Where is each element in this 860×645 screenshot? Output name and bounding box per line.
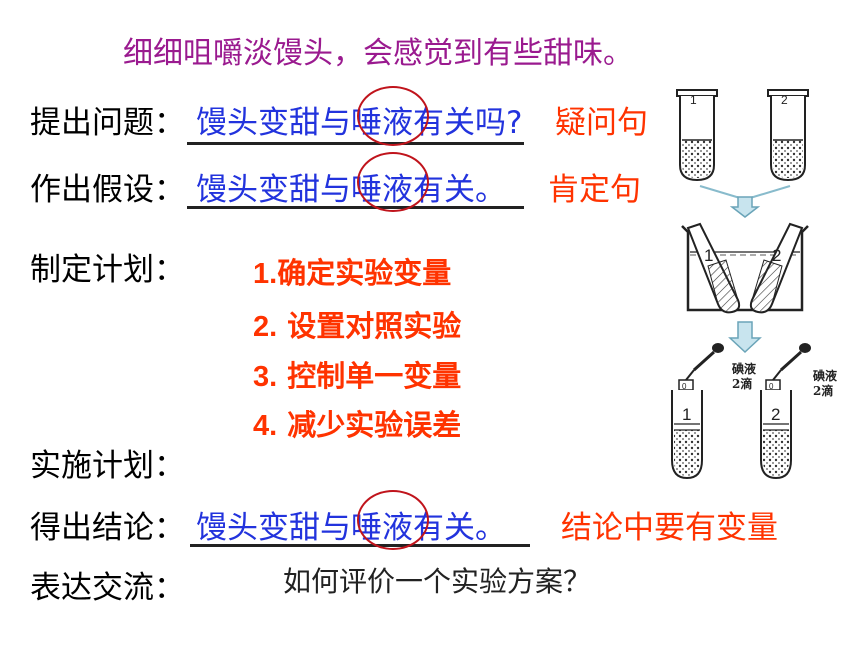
down-arrow-icon (729, 196, 761, 218)
arrow-line-left (699, 185, 741, 199)
plan-step-2: 2. 设置对照实验 (253, 309, 462, 343)
conclusion-label: 得出结论： (30, 510, 185, 546)
conclusion-note: 结论中要有变量 (561, 510, 778, 546)
svg-text:1: 1 (682, 405, 691, 424)
experiment-diagram: 1 2 1 2 0 碘液 2滴 (671, 89, 837, 480)
svg-text:2: 2 (771, 405, 780, 424)
iodine-drops-2: 2滴 (813, 383, 833, 398)
communicate-label: 表达交流： (30, 570, 185, 606)
hypothesis-value: 馒头变甜与唾液有关。 (196, 172, 506, 208)
iodine-dropper-2: 0 (765, 343, 811, 391)
plan-label: 制定计划： (30, 252, 185, 288)
result-tube-1: 1 (671, 390, 703, 480)
down-arrow-icon (728, 321, 762, 354)
svg-text:0: 0 (769, 382, 774, 391)
hypothesis-label: 作出假设： (30, 172, 185, 208)
svg-text:0: 0 (682, 382, 687, 391)
beaker-label-2: 2 (772, 246, 781, 265)
question-label: 提出问题： (30, 105, 185, 141)
iodine-dropper-1: 0 (678, 343, 724, 391)
iodine-label-1: 碘液 (731, 361, 756, 376)
plan-step-3: 3. 控制单一变量 (253, 359, 462, 393)
conclusion-value: 馒头变甜与唾液有关。 (196, 510, 506, 546)
result-tube-2: 2 (760, 390, 792, 480)
arrow-line-right (749, 185, 791, 199)
test-tube-1: 1 (676, 89, 718, 182)
plan-step-4: 4. 减少实验误差 (253, 408, 462, 442)
iodine-label-2: 碘液 (812, 368, 837, 383)
saliva-circle (357, 152, 429, 212)
iodine-drops-1: 2滴 (732, 376, 752, 391)
water-bath-beaker: 1 2 (681, 222, 809, 314)
question-underline (187, 142, 524, 145)
communicate-question: 如何评价一个实验方案？ (283, 565, 592, 598)
saliva-circle (357, 490, 429, 550)
implement-label: 实施计划： (30, 448, 185, 484)
tube-label-2: 2 (781, 93, 788, 107)
plan-step-1: 1.确定实验变量 (253, 256, 452, 290)
conclusion-underline (190, 544, 530, 547)
hypothesis-note: 肯定句 (548, 172, 641, 208)
hypothesis-underline (187, 206, 524, 209)
beaker-label-1: 1 (704, 246, 713, 265)
tube-label-1: 1 (690, 93, 697, 107)
question-note: 疑问句 (555, 105, 648, 141)
slide-title: 细细咀嚼淡馒头，会感觉到有些甜味。 (123, 36, 633, 71)
test-tube-2: 2 (767, 89, 809, 182)
saliva-circle (357, 86, 429, 146)
